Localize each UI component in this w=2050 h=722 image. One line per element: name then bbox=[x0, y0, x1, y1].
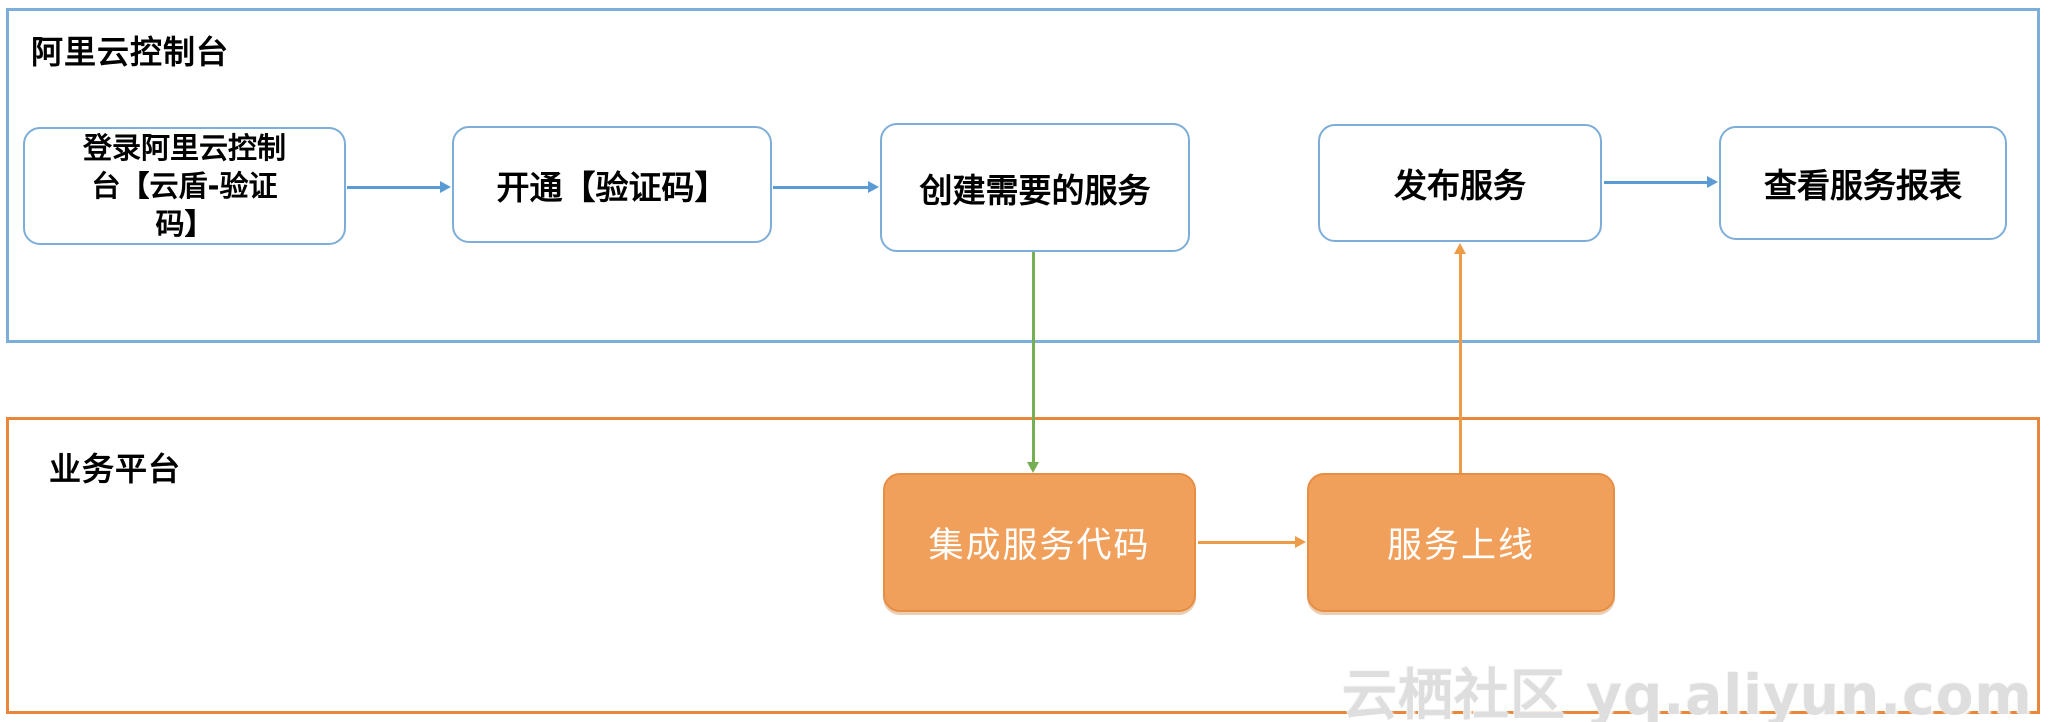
arrow-integrate-to-online bbox=[1198, 536, 1306, 548]
arrow-head-up-icon bbox=[1454, 243, 1466, 254]
arrow-head-right-icon bbox=[1707, 176, 1718, 188]
node-login-line2: 台【云盾-验证 bbox=[91, 169, 278, 203]
arrow-online-to-publish bbox=[1454, 243, 1466, 473]
node-publish-label: 发布服务 bbox=[1394, 166, 1526, 205]
node-integrate-service-code: 集成服务代码 bbox=[883, 473, 1196, 612]
watermark: 云栖社区 yq.aliyun.com bbox=[1342, 663, 2033, 722]
node-activate-label: 开通【验证码】 bbox=[496, 167, 728, 207]
node-login-label: 登录阿里云控制 台【云盾-验证 码】 bbox=[83, 129, 286, 243]
console-lane-title: 阿里云控制台 bbox=[31, 33, 230, 71]
node-service-online: 服务上线 bbox=[1307, 473, 1615, 612]
node-login-console: 登录阿里云控制 台【云盾-验证 码】 bbox=[23, 127, 346, 245]
arrow-shaft bbox=[1459, 252, 1462, 473]
node-publish-service: 发布服务 bbox=[1318, 124, 1602, 242]
node-login-line1: 登录阿里云控制 bbox=[82, 131, 286, 165]
node-create-label: 创建需要的服务 bbox=[919, 170, 1151, 210]
arrow-head-down-icon bbox=[1027, 462, 1039, 473]
arrow-head-right-icon bbox=[868, 181, 879, 193]
business-lane-title: 业务平台 bbox=[49, 450, 182, 488]
node-integrate-label: 集成服务代码 bbox=[928, 526, 1151, 566]
arrow-shaft bbox=[1604, 181, 1709, 184]
arrow-login-to-activate bbox=[347, 181, 451, 193]
node-report-label: 查看服务报表 bbox=[1764, 166, 1962, 205]
arrow-shaft bbox=[347, 186, 442, 189]
arrow-shaft bbox=[773, 186, 870, 189]
arrow-head-right-icon bbox=[440, 181, 451, 193]
arrow-activate-to-create bbox=[773, 181, 879, 193]
node-view-service-report: 查看服务报表 bbox=[1719, 126, 2007, 240]
arrow-create-to-integrate bbox=[1027, 252, 1039, 473]
node-activate-captcha: 开通【验证码】 bbox=[452, 126, 772, 243]
node-create-services: 创建需要的服务 bbox=[880, 123, 1190, 252]
node-login-line3: 码】 bbox=[155, 207, 214, 241]
arrow-shaft bbox=[1032, 252, 1035, 464]
node-online-label: 服务上线 bbox=[1386, 526, 1535, 566]
arrow-publish-to-report bbox=[1604, 176, 1718, 188]
arrow-shaft bbox=[1198, 541, 1297, 544]
arrow-head-right-icon bbox=[1295, 536, 1306, 548]
